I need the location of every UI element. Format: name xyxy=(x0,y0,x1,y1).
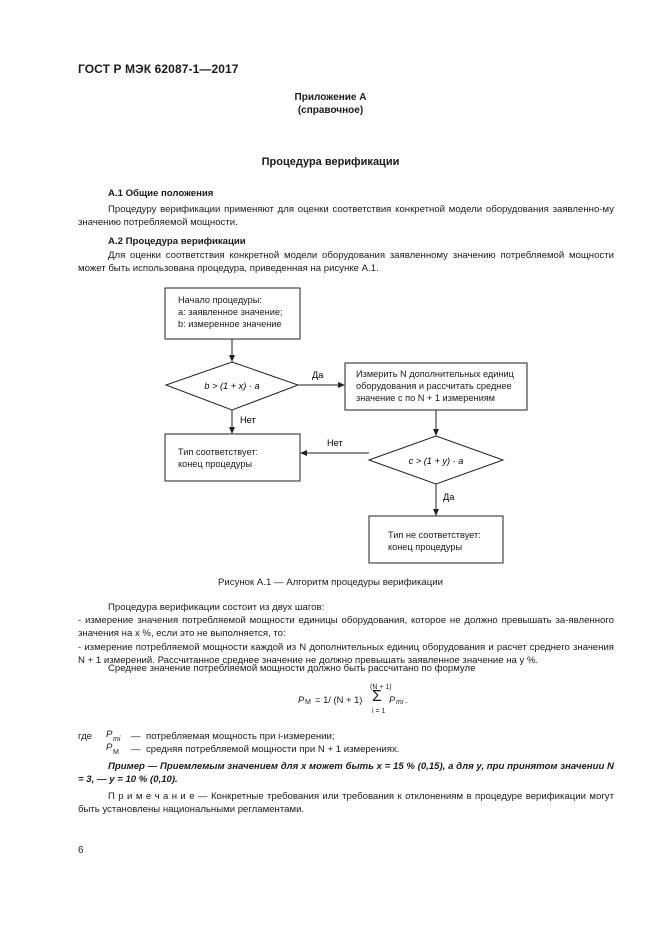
example: Пример — Приемлемым значением для x може… xyxy=(78,760,614,787)
label-no-2: Нет xyxy=(327,438,343,448)
pass-line-2: конец процедуры xyxy=(178,459,252,469)
legend-row2-sub: M xyxy=(113,749,119,756)
section-a2-heading: А.2 Процедура верификации xyxy=(108,236,246,247)
legend-row2-symbol: P xyxy=(106,742,113,753)
decision-2-text: c > (1 + y) · a xyxy=(409,456,464,466)
fail-line-1: Тип не соответствует: xyxy=(388,530,481,540)
example-text: Приемлемым значением для x может быть x … xyxy=(78,761,614,786)
start-line-1: Начало процедуры: xyxy=(178,295,262,305)
legend-row1-text: потребляемая мощность при i-измерении; xyxy=(146,731,335,742)
fail-box xyxy=(368,515,504,564)
section-a1-text: Процедуру верификации применяют для оцен… xyxy=(78,204,614,229)
section-a1-heading: А.1 Общие положения xyxy=(108,188,214,199)
formula-equals: = 1/ (N + 1) xyxy=(315,694,363,705)
formula-lhs: P xyxy=(298,694,305,705)
legend-row1-symbol: P xyxy=(106,729,113,740)
formula: P M = 1/ (N + 1) (N + 1) Σ i = 1 P mi . xyxy=(298,684,438,720)
standard-code: ГОСТ Р МЭК 62087-1—2017 xyxy=(78,62,239,76)
formula-sum-bottom: i = 1 xyxy=(372,708,386,715)
measure-box-text: Измерить N дополнительных единиц оборудо… xyxy=(356,369,516,403)
formula-sum-top: (N + 1) xyxy=(370,684,392,691)
page-number: 6 xyxy=(78,845,84,856)
legend-row1-dash: — xyxy=(131,731,141,742)
label-yes-1: Да xyxy=(312,370,324,380)
measure-line-1: Измерить N дополнительных единиц xyxy=(356,369,515,379)
start-line-3: b: измеренное значение xyxy=(178,319,282,329)
legend-row2-dash: — xyxy=(131,744,141,755)
measure-line-2: оборудования и рассчитать среднее xyxy=(356,381,512,391)
formula-end: . xyxy=(405,694,408,705)
label-no-1: Нет xyxy=(240,415,256,425)
example-label: Пример — xyxy=(108,761,158,772)
note-text: Конкретные требования или требования к о… xyxy=(78,791,614,816)
main-title: Процедура верификации xyxy=(261,156,400,168)
start-line-2: a: заявленное значение; xyxy=(178,307,283,317)
fail-box-text: Тип не соответствует: конец процедуры xyxy=(388,530,483,552)
measure-line-3: значение c по N + 1 измерениям xyxy=(356,393,495,403)
annex-type: (справочное) xyxy=(297,105,364,116)
formula-lhs-sub: M xyxy=(305,699,311,706)
section-a2-text: Для оценки соответствия конкретной модел… xyxy=(78,250,614,275)
pass-box-text: Тип соответствует: конец процедуры xyxy=(178,447,261,469)
pass-line-1: Тип соответствует: xyxy=(178,447,258,457)
step-1: - измерение значения потребляемой мощнос… xyxy=(78,615,614,640)
decision-1-text: b > (1 + x) · a xyxy=(204,381,259,391)
legend-row1-sub: mi xyxy=(113,736,121,743)
formula-intro: Среднее значение потребляемой мощности д… xyxy=(108,663,476,674)
label-yes-2: Да xyxy=(443,492,455,502)
formula-sum-sign: Σ xyxy=(372,688,382,705)
step-2: - измерение потребляемой мощности каждой… xyxy=(78,642,614,667)
steps-intro: Процедура верификации состоит из двух ша… xyxy=(108,602,325,613)
figure-caption: Рисунок А.1 — Алгоритм процедуры верифик… xyxy=(218,577,443,588)
flowchart: Начало процедуры: a: заявленное значение… xyxy=(164,287,528,564)
annex-title: Приложение А xyxy=(294,92,367,103)
fail-line-2: конец процедуры xyxy=(388,542,462,552)
formula-term: P xyxy=(389,694,396,705)
pass-box xyxy=(164,433,301,482)
legend-row2-text: средняя потребляемой мощности при N + 1 … xyxy=(146,744,400,755)
legend-where: где xyxy=(78,731,93,742)
note: П р и м е ч а н и е — Конкретные требова… xyxy=(78,790,614,817)
start-box-text: Начало процедуры: a: заявленное значение… xyxy=(178,295,285,329)
note-label: П р и м е ч а н и е — xyxy=(108,791,208,802)
formula-term-sub: mi xyxy=(396,699,404,706)
measure-box xyxy=(344,362,528,411)
